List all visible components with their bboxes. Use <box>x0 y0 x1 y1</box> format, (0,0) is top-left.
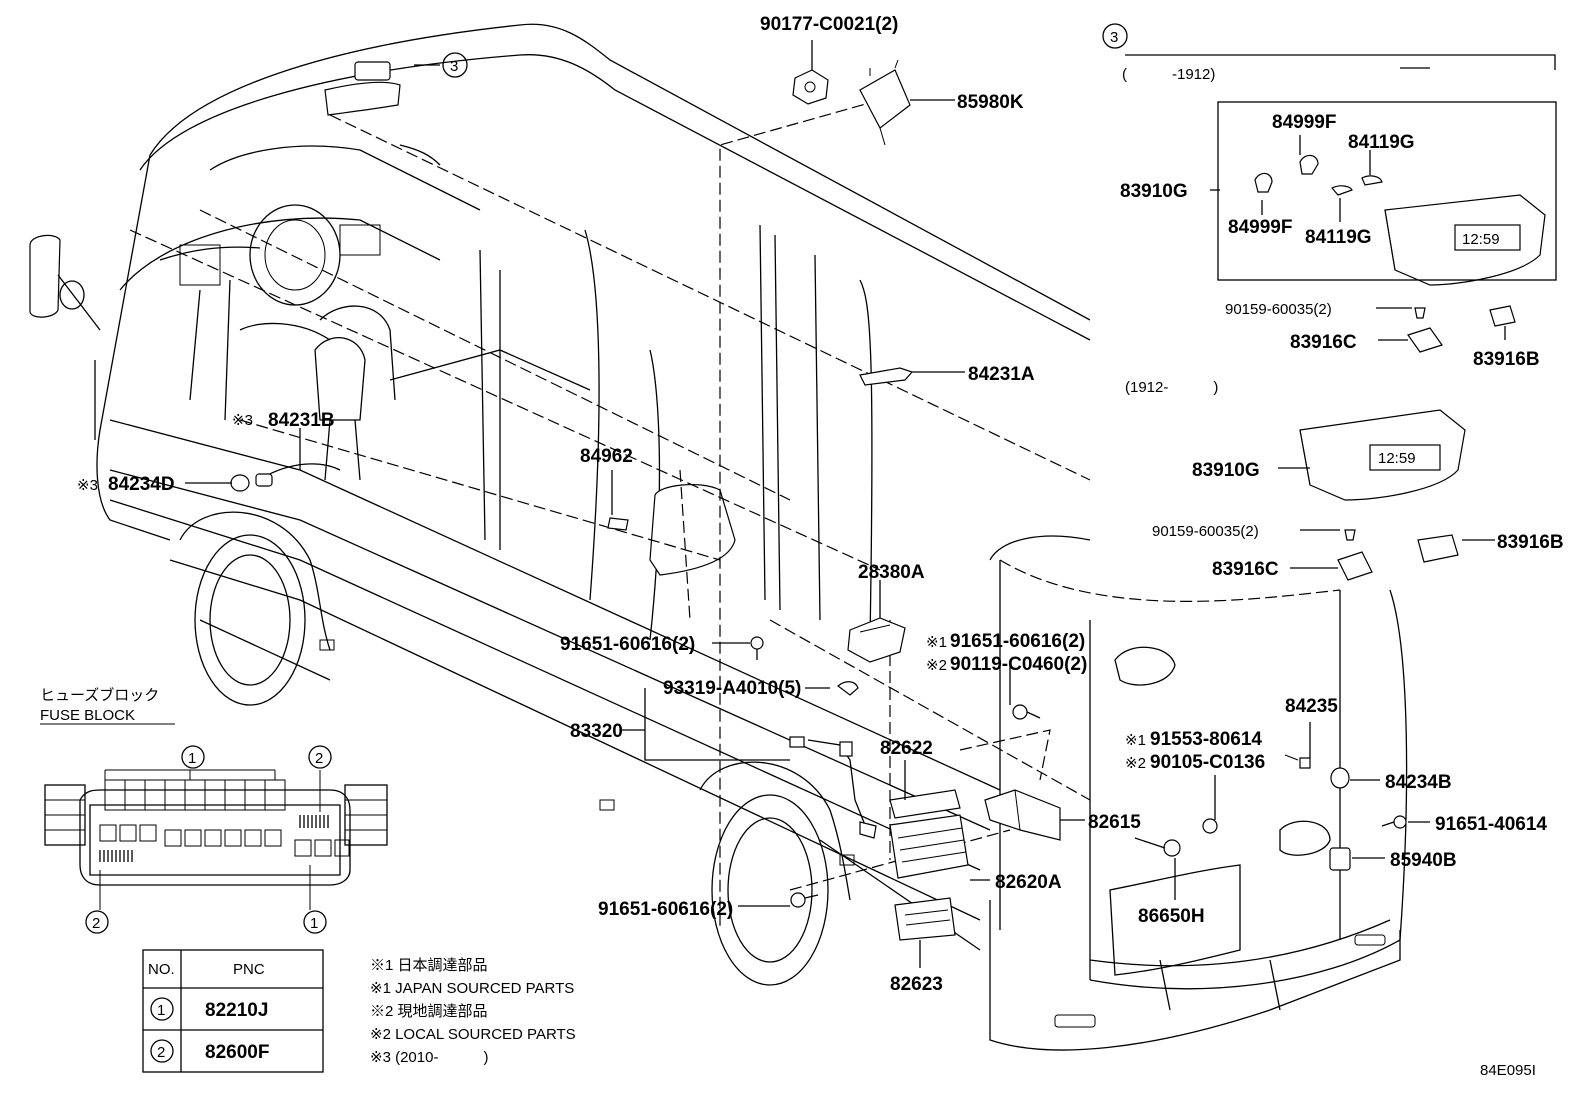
callout-82615: 82615 <box>1088 812 1141 833</box>
callout-84235: 84235 <box>1285 696 1338 717</box>
callout-83910G-a: 83910G <box>1120 181 1188 202</box>
svg-text:1: 1 <box>188 750 196 767</box>
callout-83320: 83320 <box>570 721 623 742</box>
pnc-header-no: NO. <box>148 961 175 978</box>
fuse-block-title-en: FUSE BLOCK <box>40 707 135 724</box>
callout-84231B: 84231B <box>268 410 335 431</box>
inset-frame <box>1125 54 1557 281</box>
pnc-row-1-no: 1 <box>157 1002 165 1019</box>
callout-83916B-b: 83916B <box>1497 532 1564 553</box>
console-clock-b: 12:59 <box>1299 409 1466 501</box>
van-outline <box>29 23 1408 1051</box>
callout-84999F-1: 84999F <box>1272 112 1336 133</box>
note-mark-2a: ※2 <box>926 657 947 674</box>
note-line: ※1 日本調達部品 <box>370 957 488 974</box>
callout-28380A: 28380A <box>858 562 925 583</box>
harness-dash <box>129 99 1091 930</box>
pnc-table: NO. PNC 1 82210J 2 82600F <box>142 949 324 1073</box>
diagram-id: 84E095I <box>1480 1062 1536 1079</box>
callout-82620A: 82620A <box>995 872 1062 893</box>
clock-display-a: 12:59 <box>1462 231 1500 248</box>
note-line: ※2 現地調達部品 <box>370 1003 488 1020</box>
callout-83910G-b: 83910G <box>1192 460 1260 481</box>
callout-84231A: 84231A <box>968 364 1035 385</box>
clock-display-b: 12:59 <box>1378 450 1416 467</box>
callout-90105: 90105-C0136 <box>1150 752 1265 773</box>
svg-text:2: 2 <box>92 915 100 932</box>
inset-range-b: (1912- ) <box>1125 379 1218 396</box>
callout-84962: 84962 <box>580 446 633 467</box>
callout-84119G-2: 84119G <box>1305 227 1372 248</box>
callout-83916C-b: 83916C <box>1212 559 1279 580</box>
fuse-marker-2-top: 2 <box>308 745 332 769</box>
relay-cluster-2-right <box>299 815 329 828</box>
callout-91651-40614: 91651-40614 <box>1435 814 1547 835</box>
fuse-block-drawing <box>44 769 388 910</box>
fuse-marker-1-top: 1 <box>181 745 205 769</box>
callout-82623: 82623 <box>890 974 943 995</box>
callout-85940B: 85940B <box>1390 850 1457 871</box>
pnc-row-2-no: 2 <box>157 1044 165 1061</box>
pnc-row-2-code: 82600F <box>205 1042 269 1063</box>
callout-83916B-a: 83916B <box>1473 349 1540 370</box>
callout-90119: 90119-C0460(2) <box>950 654 1087 675</box>
parts-icons: 12:59 12:59 <box>230 59 1546 941</box>
fuse-marker-2-bottom: 2 <box>85 910 109 934</box>
svg-text:1: 1 <box>310 915 318 932</box>
callout-83916C-a: 83916C <box>1290 332 1357 353</box>
fuse-marker-1-bottom: 1 <box>303 910 327 934</box>
inset-ref-number: 3 <box>1110 29 1118 46</box>
callout-90159-a: 90159-60035(2) <box>1225 301 1332 318</box>
notes: ※1 日本調達部品 ※1 JAPAN SOURCED PARTS ※2 現地調達… <box>370 957 576 1066</box>
callout-93319: 93319-A4010(5) <box>663 678 801 699</box>
callout-84119G-1: 84119G <box>1348 132 1415 153</box>
mirror-ref-marker: 3 <box>442 52 468 78</box>
callout-84234B: 84234B <box>1385 772 1452 793</box>
callout-91651-bottom: 91651-60616(2) <box>598 899 733 920</box>
console-clock-a: 12:59 <box>1384 194 1546 286</box>
inset-range-a: ( -1912) <box>1122 66 1215 83</box>
callout-90159-b: 90159-60035(2) <box>1152 523 1259 540</box>
callout-84234D: 84234D <box>108 474 175 495</box>
fuse-block-section: ヒューズブロック FUSE BLOCK <box>40 686 388 934</box>
inset-3: 3 ( -1912) 83910G 84999F 84119G 84999F 8… <box>1102 23 1564 580</box>
note-mark-1b: ※1 <box>1125 732 1146 749</box>
fuse-block-title-jp: ヒューズブロック <box>40 686 159 704</box>
callout-84999F-2: 84999F <box>1228 217 1292 238</box>
leader-lines <box>185 40 1506 968</box>
pnc-header-pnc: PNC <box>233 961 265 978</box>
note-line: ※1 JAPAN SOURCED PARTS <box>370 980 574 997</box>
callout-85980K: 85980K <box>957 92 1024 113</box>
note-mark-1a: ※1 <box>926 634 947 651</box>
note-mark-2b: ※2 <box>1125 755 1146 772</box>
svg-text:2: 2 <box>315 750 323 767</box>
callout-91553: 91553-80614 <box>1150 729 1262 750</box>
callout-82622: 82622 <box>880 738 933 759</box>
relay-cluster-2-left <box>99 850 133 862</box>
bolt-icon <box>790 892 819 908</box>
bolt-icon <box>750 636 764 660</box>
note-line: ※3 (2010- ) <box>370 1049 488 1066</box>
bolt-icon <box>1012 704 1041 720</box>
note-mark-3b: ※3 <box>77 477 98 494</box>
callouts: 90177-C0021(2) 85980K 84231A ※3 84231B ※… <box>77 14 1547 995</box>
callout-91651-mid: 91651-60616(2) <box>950 631 1085 652</box>
callout-91651-left: 91651-60616(2) <box>560 634 695 655</box>
note-line: ※2 LOCAL SOURCED PARTS <box>370 1026 576 1043</box>
svg-text:3: 3 <box>450 58 458 75</box>
callout-86650H: 86650H <box>1138 906 1205 927</box>
note-mark-3a: ※3 <box>232 412 253 429</box>
pnc-row-1-code: 82210J <box>205 1000 268 1021</box>
callout-90177: 90177-C0021(2) <box>760 14 898 35</box>
